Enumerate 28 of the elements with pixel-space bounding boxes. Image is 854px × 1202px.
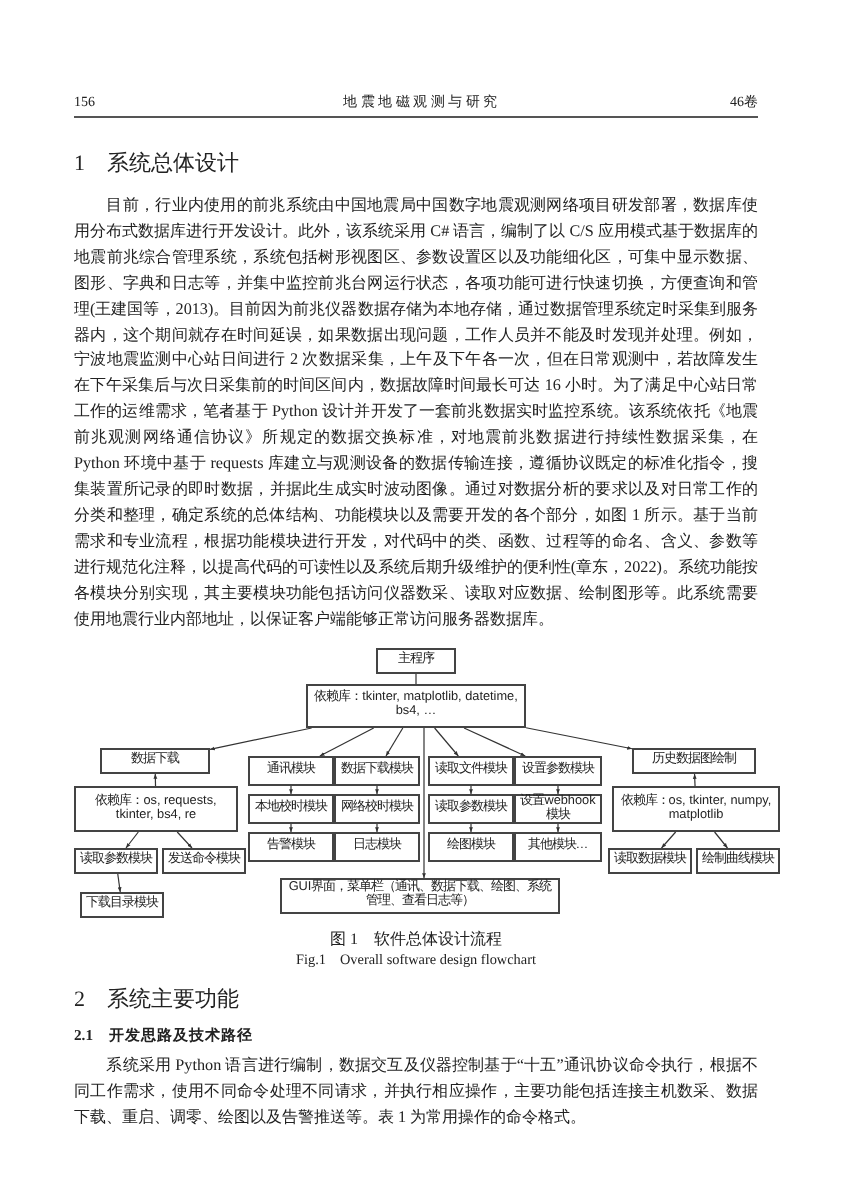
arrow <box>176 831 193 849</box>
arrow <box>375 785 379 795</box>
arrow <box>289 823 293 833</box>
arrow <box>556 823 560 833</box>
section-heading: 1 系统总体设计 <box>74 152 241 179</box>
arrow <box>422 727 426 879</box>
arrow <box>469 823 473 833</box>
arrow <box>289 785 293 795</box>
body-paragraph: 系统采用 Python 语言进行编制，数据交互及仪器控制基于“十五”通讯协议命令执行，根据不同工作需求，使用不同命令处理不同请求，并执行相应操作，主要功能包括连接主机数采、数据下载、重启、调零、绘图以及告警推送等。表 1 为常用操作的命令格式。 <box>74 1054 758 1130</box>
arrow <box>117 873 122 893</box>
section-heading: 2 系统主要功能 <box>74 988 241 1015</box>
arrow <box>319 727 375 757</box>
arrow <box>125 831 139 849</box>
arrow <box>692 773 697 787</box>
body-paragraph: 目前，行业内使用的前兆系统由中国地震局中国数字地震观测网络项目研发部署，数据库使用分布式数据库进行开发设计。此外，该系统采用 C# 语言，编制了以 C/S 应用模式基于数据库的地震前兆综合管理系统，系统包括树形视图区、参数设置区以及功能细化区，可集中显示数据、图形、字典和日志等，并集中监控前兆台网运行状态，各项功能可进行快速切换，方便查询和管理(王建国等，2013)。目前因为前兆仪器数据存储为本地存储，通过数据管理系统定时采集到服务器内，这个期间就存在时间延误，如果数据出现问题，工作人员并不能及时发现并处理。例如，宁波地震监测中心站日间进行 2 次数据采集，上午及下午各一次，但在日常观测中，若故障发生在下午采集后与次日采集前的时间区间内，数据故障时间最长可达 16 小时。为了满足中心站日常工作的运维需求，笔者基于 Python 设计并开发了一套前兆数据实时监控系统。该系统依托《地震前兆观测网络通信协议》所规定的数据交换标准，对地震前兆数据进行持续性数据采集，在 Python 环境中基于 requests 库建立与观测设备的数据传输连接，遵循协议既定的标准化指令，搜集装置所记录的即时数据，并据此生成实时波动图像。通过对数据分析的要求以及对日常工作的分类和整理，确定系统的总体结构、功能模块以及需要开发的各个部分，如图 1 所示。基于当前需求和专业流程，根据功能模块进行开发，对代码中的类、函数、过程等的命名、含义、参数等进行规范化注释，以提高代码的可读性以及系统后期升级维护的便利性(章东，2022)。系统功能按各模块分别实现，其主要模块功能包括访问仪器数采、读取对应数据、绘制图形等。此系统需要使用地震行业内部地址，以保证客户端能够正常访问服务器数据库。 <box>74 194 758 631</box>
arrow <box>463 727 526 757</box>
arrow <box>469 785 473 795</box>
arrow <box>385 727 404 757</box>
arrow <box>525 727 633 750</box>
connector-line <box>415 673 417 685</box>
arrow <box>375 823 379 833</box>
arrow <box>660 831 677 849</box>
arrow <box>714 831 729 849</box>
arrow <box>209 727 313 751</box>
figure-caption: 图 1 软件总体设计流程 <box>328 930 504 950</box>
arrow <box>556 785 560 795</box>
arrow <box>153 773 158 787</box>
arrow <box>434 727 459 757</box>
